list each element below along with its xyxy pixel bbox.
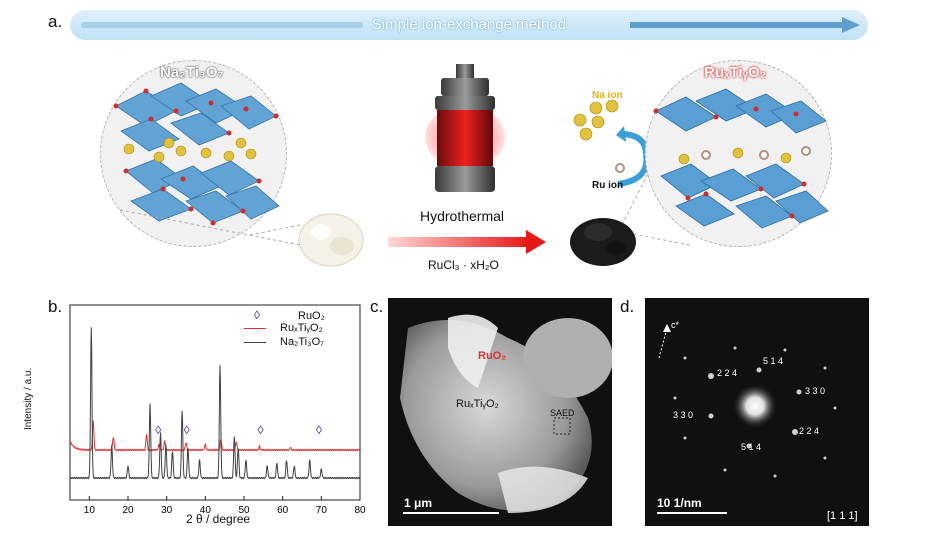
- legend-line-ruxtiyoz: [244, 328, 266, 329]
- x-tick-label: 70: [316, 505, 328, 516]
- spot-label-1: 2 2 4: [717, 368, 738, 378]
- na-ion-label: Na ion: [592, 90, 623, 101]
- autoclave-icon: [425, 64, 505, 192]
- na2ti3o7-label: Na₂Ti₃O₇: [160, 64, 224, 81]
- stem-image: RuO₂ RuₓTiᵧO₂ SAED 1 μm: [388, 298, 613, 526]
- ru-ion-label: Ru ion: [592, 180, 624, 191]
- xrd-ylabel: Intensity / a.u.: [23, 367, 34, 430]
- xrd-series-0: [69, 420, 361, 452]
- ruxtiyoz-label: RuₓTiᵧO₂: [704, 64, 767, 81]
- zoom-guide-lines: [119, 149, 691, 246]
- x-tick-label: 50: [238, 505, 250, 516]
- spot-label-6: 2 2 4: [799, 426, 820, 436]
- legend-label-na2ti3o7: Na₂Ti₃O₇: [280, 336, 324, 348]
- legend-label-ruxtiyoz: RuₓTiᵧO₂: [280, 322, 323, 334]
- x-tick-label: 30: [161, 505, 173, 516]
- saed-scalebar-label: 10 1/nm: [657, 496, 702, 510]
- method-banner: Simple ion-exchange method: [70, 10, 868, 40]
- stem-particle-illustration: [400, 314, 613, 513]
- x-tick-label: 20: [122, 505, 134, 516]
- reaction-arrow: [388, 230, 546, 254]
- xrd-chart: 10 20 30 40 50 60 70 80 ◊ ◊ ◊ ◊: [69, 304, 366, 516]
- panel-d-label: d.: [620, 297, 635, 316]
- ruo2-phase-label: RuO₂: [478, 350, 507, 362]
- stem-scalebar-label: 1 μm: [404, 496, 433, 510]
- white-powder-image: [298, 213, 364, 267]
- ruxtiyoz-phase-label: RuₓTiᵧO₂: [456, 398, 499, 410]
- hydrothermal-label: Hydrothermal: [420, 208, 505, 224]
- ruo2-marker: ◊: [316, 423, 322, 437]
- diffraction-spots: [658, 324, 837, 478]
- banner-title: Simple ion-exchange method: [371, 16, 567, 33]
- legend-marker-ruo2: ◊: [254, 308, 260, 322]
- saed-area-label: SAED: [550, 408, 575, 418]
- na2ti3o7-structure-circle: [100, 60, 287, 247]
- stem-scalebar: [403, 512, 499, 514]
- spot-label-5: 5 1 4: [741, 442, 762, 452]
- spot-label-4: 3 3 0: [673, 410, 694, 420]
- legend-line-na2ti3o7: [244, 342, 266, 343]
- ruo2-marker: ◊: [155, 423, 161, 437]
- panel-a-label: a.: [48, 12, 63, 31]
- layered-structure-illustration: [113, 82, 280, 226]
- c-star-axis-label: c*: [671, 320, 680, 330]
- black-powder-image: [570, 218, 636, 266]
- saed-scalebar: [657, 512, 727, 514]
- ru-layered-structure-illustration: [653, 88, 829, 229]
- legend-label-ruo2: RuO₂: [298, 310, 325, 322]
- saed-pattern-image: c* 2 2 4 5 1 4 3 3 0 3 3 0 5 1 4 2 2 4 1…: [645, 298, 869, 526]
- panel-c-label: c.: [370, 297, 384, 316]
- x-tick-label: 10: [84, 505, 96, 516]
- banner-arrows: [81, 17, 860, 33]
- spot-label-3: 3 3 0: [805, 386, 826, 396]
- xrd-frame: [69, 304, 361, 501]
- xrd-legend: ◊ RuO₂ RuₓTiᵧO₂ Na₂Ti₃O₇: [240, 308, 365, 358]
- zone-axis-label: [1 1 1]: [827, 510, 858, 522]
- x-tick-label: 40: [200, 505, 212, 516]
- reagent-label: RuCl₃ · xH₂O: [428, 258, 499, 272]
- panel-b-label: b.: [48, 297, 63, 316]
- ruxtiyoz-structure-circle: [645, 60, 832, 247]
- x-tick-label: 80: [354, 505, 366, 516]
- xrd-xlabel: 2 θ / degree: [186, 512, 251, 526]
- spot-label-2: 5 1 4: [763, 356, 784, 366]
- ruo2-marker: ◊: [184, 423, 190, 437]
- x-tick-label: 60: [277, 505, 289, 516]
- xrd-series-1: [69, 327, 361, 480]
- ruo2-marker: ◊: [258, 423, 264, 437]
